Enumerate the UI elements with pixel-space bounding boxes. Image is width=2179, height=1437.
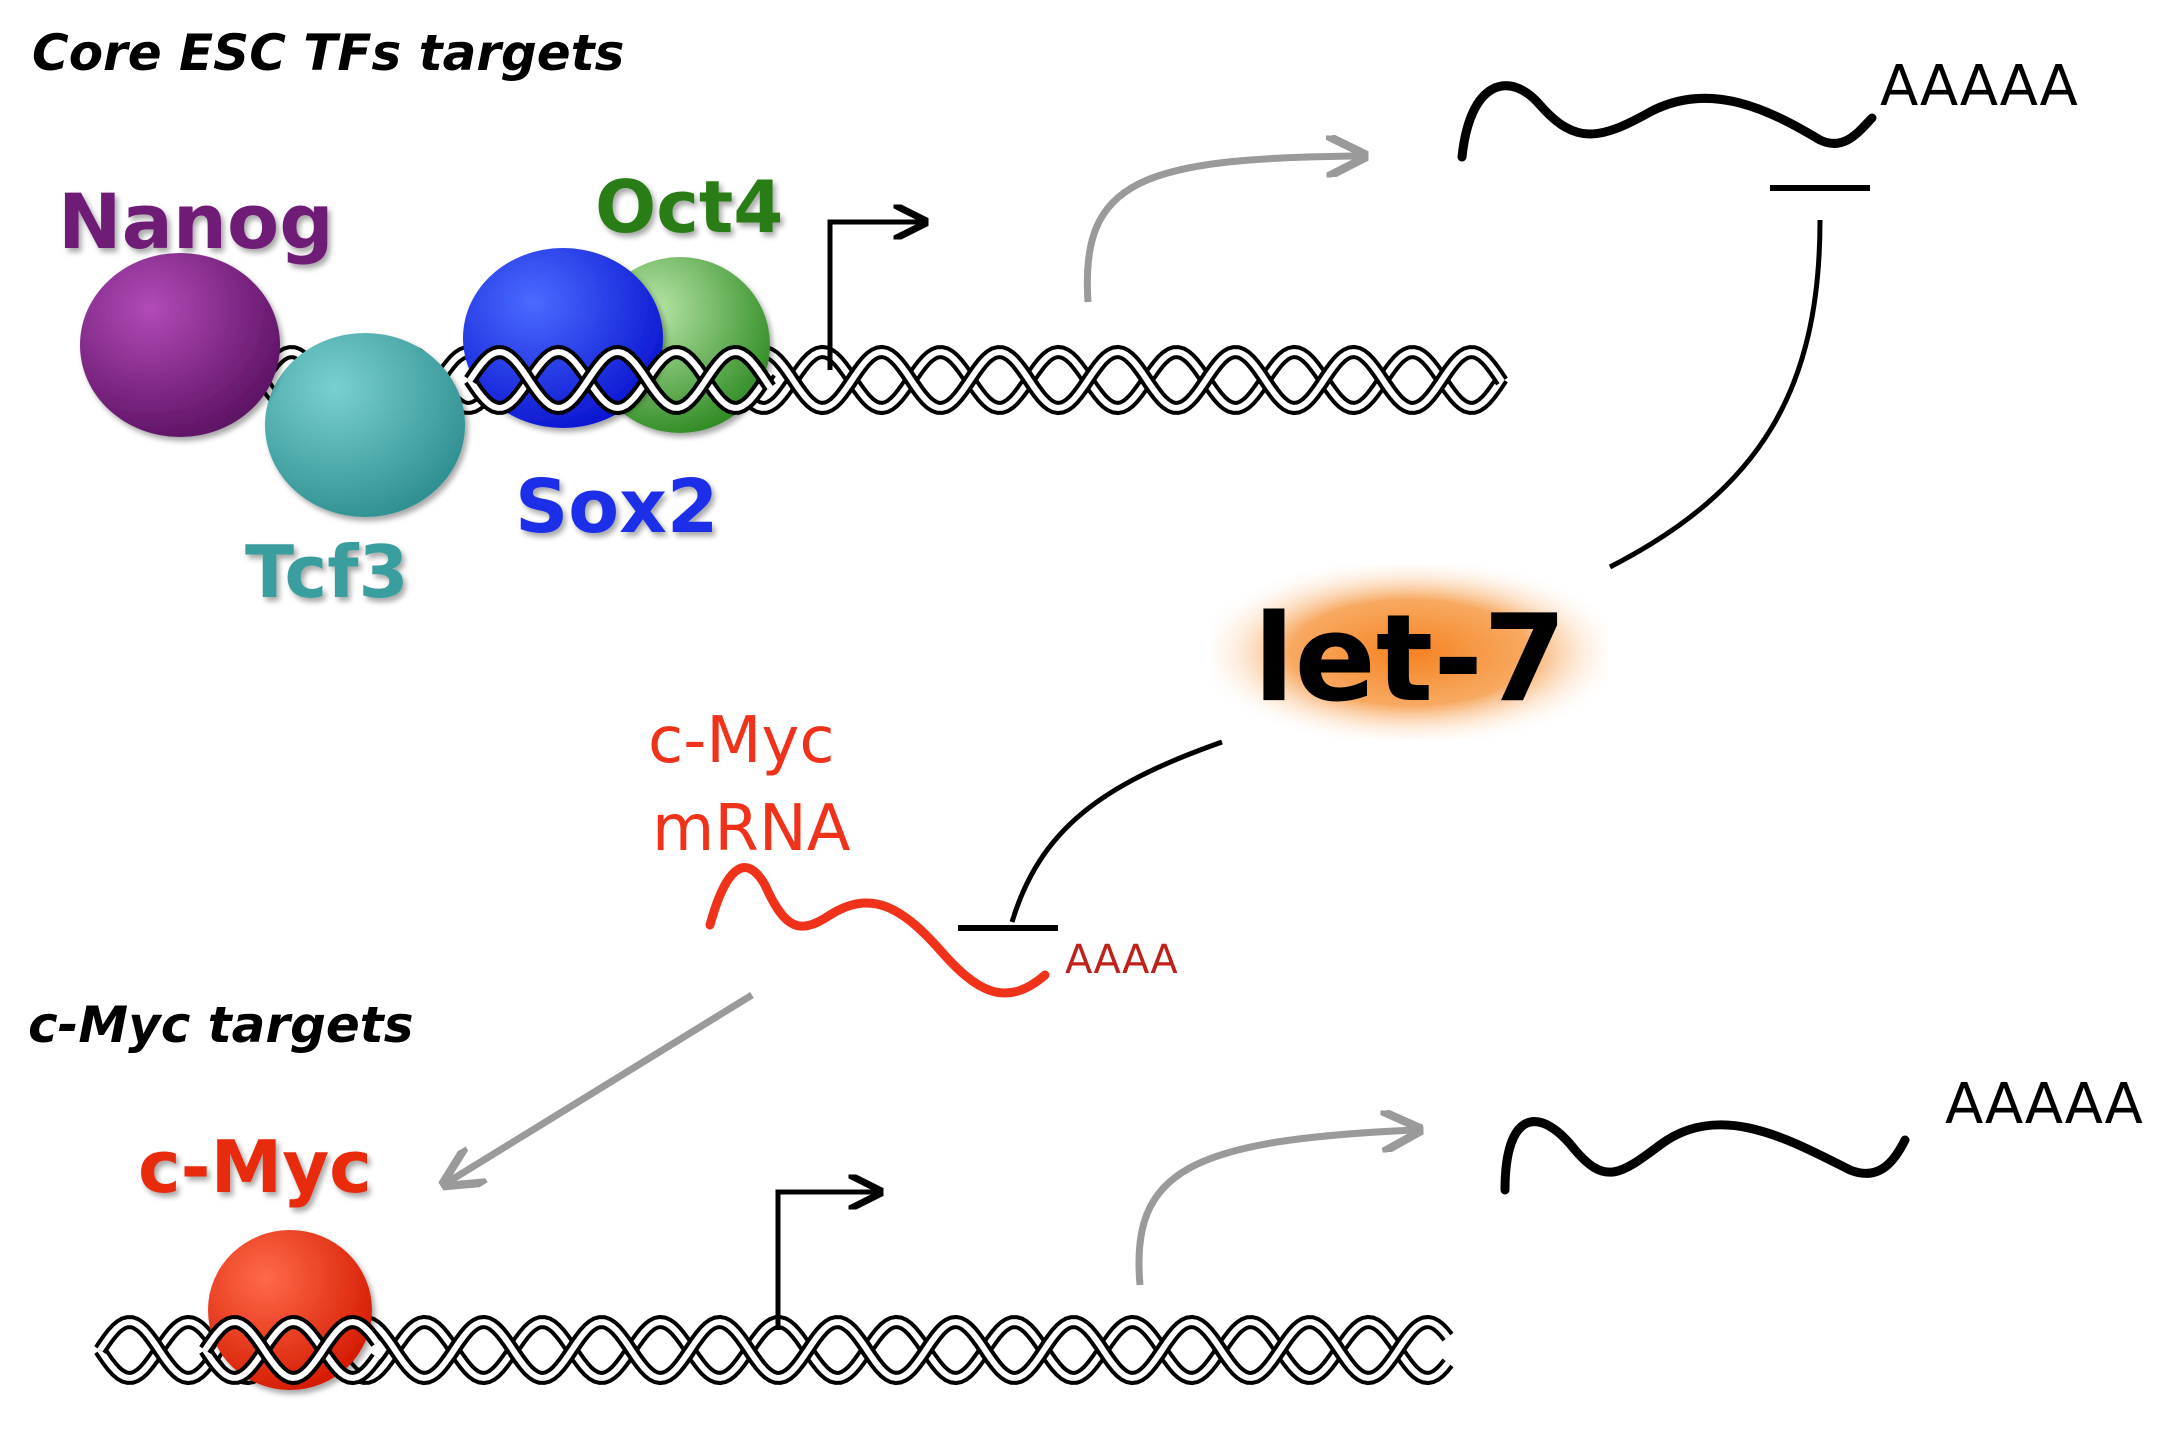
- inhibition-line-cmyc: [1009, 739, 1223, 923]
- let7-glow: [1212, 565, 1608, 740]
- dna-strand-fill: [259, 348, 1505, 412]
- dna-strand-fill: [467, 348, 773, 412]
- dna-helix-top-front: [464, 344, 776, 416]
- label-sox2: Sox2: [515, 464, 718, 550]
- label-oct4: Oct4: [595, 165, 783, 249]
- transcription-arrow-top: [1083, 156, 1360, 303]
- label-cmyc-mrna-line1: c-Myc: [648, 704, 835, 778]
- label-nanog: Nanog: [58, 177, 334, 266]
- factor-sox2: [463, 248, 663, 428]
- mrna-bottom: [1500, 1117, 1910, 1195]
- dna-strand-fill: [467, 348, 773, 412]
- dna-strand-fill: [202, 1318, 380, 1382]
- translation-arrow-cmyc: [448, 992, 754, 1182]
- label-tcf3: Tcf3: [245, 530, 409, 614]
- factor-tcf3: [265, 333, 465, 517]
- transcription-arrow-bottom: [1135, 1130, 1415, 1286]
- section-title-core-esc: Core ESC TFs targets: [32, 24, 624, 82]
- tss-arrow-bottom: [775, 1192, 880, 1330]
- polya-top: AAAAA: [1880, 54, 2078, 119]
- factor-nanog: [80, 253, 280, 437]
- label-let7: let-7: [1253, 590, 1566, 729]
- label-cmyc-mrna-line2: mRNA: [652, 792, 851, 866]
- polya-bottom: AAAAA: [1945, 1072, 2143, 1137]
- inhibition-line-top: [1608, 219, 1823, 570]
- dna-helix-bottom-front: [199, 1314, 383, 1386]
- polya-cmyc: AAAA: [1065, 937, 1178, 983]
- label-cmyc-protein: c-Myc: [138, 1125, 372, 1209]
- factor-cmyc: [208, 1230, 372, 1390]
- dna-strand-fill: [202, 1318, 380, 1382]
- section-title-cmyc: c-Myc targets: [28, 996, 413, 1054]
- mrna-cmyc: [705, 863, 1050, 998]
- mrna-top: [1457, 81, 1877, 162]
- tss-arrow-top: [827, 222, 925, 370]
